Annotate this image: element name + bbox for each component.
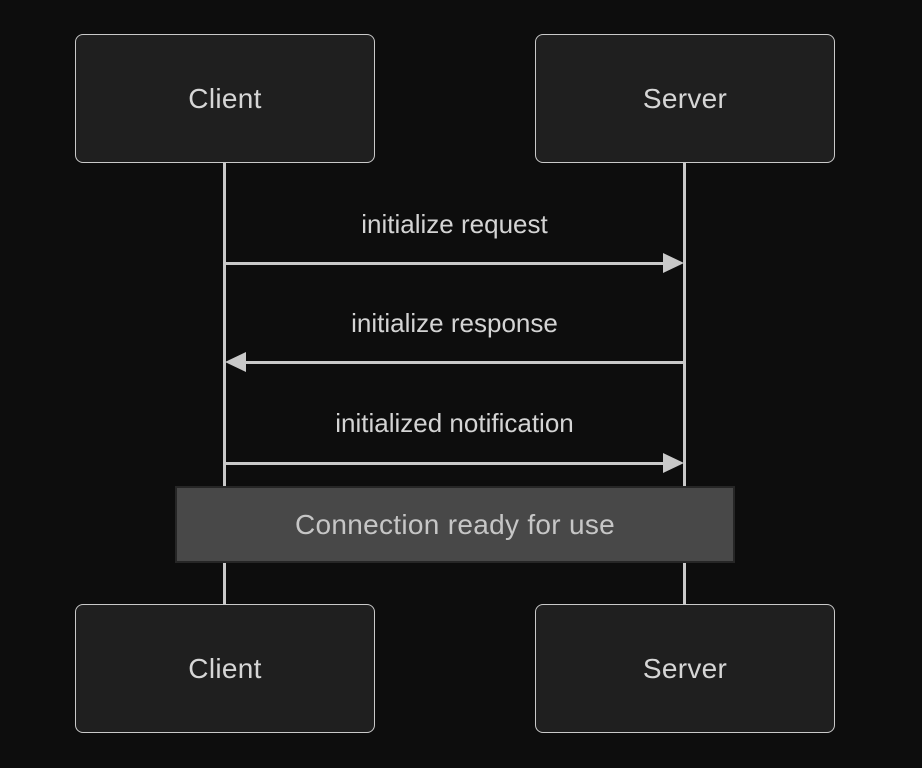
message-arrow-initialize-response (225, 351, 684, 373)
client-lifeline (223, 163, 226, 604)
actor-client-top-label: Client (188, 82, 262, 114)
actor-client-bottom-label: Client (188, 652, 262, 684)
message-label-initialize-response: initialize response (351, 308, 558, 338)
arrowhead-right-icon (663, 253, 684, 273)
arrowhead-right-icon (663, 453, 684, 473)
note-connection-ready: Connection ready for use (175, 486, 735, 563)
server-lifeline (683, 163, 686, 604)
actor-server-bottom: Server (535, 604, 835, 733)
arrow-shaft (225, 461, 666, 465)
message-label-initialized-notification: initialized notification (335, 408, 574, 438)
actor-client-bottom: Client (75, 604, 375, 733)
message-label-initialize-request: initialize request (361, 209, 548, 239)
actor-server-top-label: Server (642, 82, 728, 114)
message-arrow-initialize-request (225, 252, 684, 274)
actor-server-bottom-label: Server (642, 652, 728, 684)
actor-server-top: Server (535, 34, 835, 163)
arrow-shaft (243, 360, 684, 364)
message-arrow-initialized-notification (225, 452, 684, 474)
note-label: Connection ready for use (294, 508, 616, 540)
arrow-shaft (225, 261, 666, 265)
arrowhead-left-icon (225, 352, 246, 372)
actor-client-top: Client (75, 34, 375, 163)
